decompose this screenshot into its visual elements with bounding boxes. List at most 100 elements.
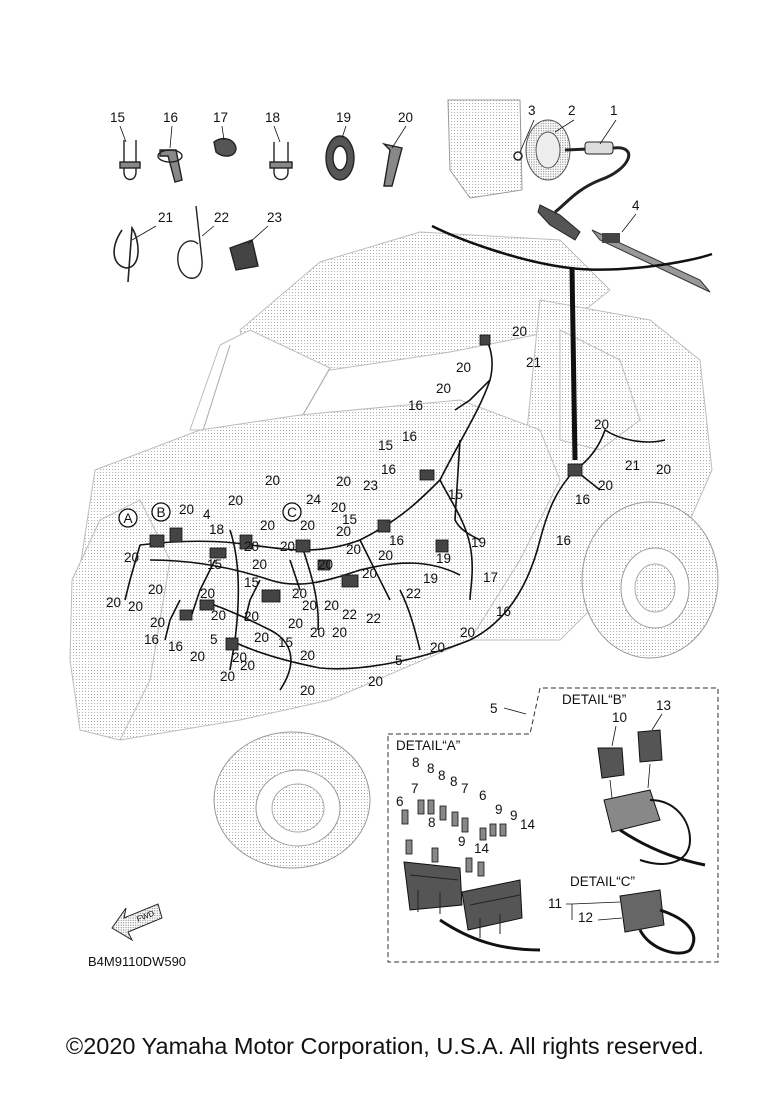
part-labels-top: 15 16 17 18 19 20 21 22 23 3 2 1 4 — [110, 103, 640, 225]
callout-5-detail: 5 — [490, 701, 498, 716]
detail-a-label: 9 — [495, 802, 503, 817]
harness-callouts: 20 21 20 20 16 20 16 15 21 20 16 20 20 2… — [106, 324, 671, 716]
label-20: 20 — [398, 110, 413, 125]
callout-20: 20 — [265, 473, 280, 488]
callout-4: 4 — [203, 507, 211, 522]
callout-20: 20 — [324, 598, 339, 613]
callout-15: 15 — [342, 512, 357, 527]
callout-20: 20 — [148, 582, 163, 597]
detail-a-label: 14 — [520, 817, 536, 832]
clamps-and-ties — [113, 135, 403, 283]
detail-b-label-13: 13 — [656, 698, 671, 713]
detail-c-label-12: 12 — [578, 910, 593, 925]
callout-20: 20 — [288, 616, 303, 631]
callout-20: 20 — [300, 648, 315, 663]
callout-5: 5 — [210, 632, 218, 647]
callout-18: 18 — [209, 522, 224, 537]
callout-19: 19 — [436, 551, 451, 566]
detail-a-label: 8 — [428, 815, 436, 830]
callout-20: 20 — [512, 324, 527, 339]
callout-20: 20 — [378, 548, 393, 563]
detail-c: DETAIL“C” 11 12 — [548, 874, 696, 955]
callout-20: 20 — [310, 625, 325, 640]
detail-frame — [387, 687, 719, 963]
detail-a-label: 9 — [458, 834, 466, 849]
harness-connectors — [149, 334, 583, 651]
callout-16: 16 — [496, 604, 511, 619]
callout-20: 20 — [128, 599, 143, 614]
detail-a-label: 14 — [474, 841, 490, 856]
label-18: 18 — [265, 110, 280, 125]
callout-15: 15 — [448, 487, 463, 502]
callout-16: 16 — [402, 429, 417, 444]
label-2: 2 — [568, 103, 576, 118]
callout-15: 15 — [278, 635, 293, 650]
callout-20: 20 — [346, 542, 361, 557]
callout-19: 19 — [423, 571, 438, 586]
callout-5: 5 — [395, 653, 403, 668]
detail-a-label: 8 — [427, 761, 435, 776]
label-1: 1 — [610, 103, 618, 118]
callout-20: 20 — [244, 609, 259, 624]
vehicle-body-illustration — [69, 231, 719, 869]
callout-20: 20 — [211, 608, 226, 623]
detail-a-label: 6 — [396, 794, 404, 809]
callout-20: 20 — [332, 625, 347, 640]
label-17: 17 — [213, 110, 228, 125]
callout-15: 15 — [378, 438, 393, 453]
callout-22: 22 — [406, 586, 421, 601]
marker-a: A — [123, 511, 132, 526]
callout-20: 20 — [280, 539, 295, 554]
detail-a-label: 7 — [411, 781, 419, 796]
callout-20: 20 — [331, 500, 346, 515]
callout-20: 20 — [594, 417, 609, 432]
callout-20: 20 — [336, 474, 351, 489]
callout-20: 20 — [300, 518, 315, 533]
copyright-notice: ©2020 Yamaha Motor Corporation, U.S.A. A… — [65, 1033, 705, 1059]
label-3: 3 — [528, 103, 536, 118]
callout-20: 20 — [292, 586, 307, 601]
callout-16: 16 — [144, 632, 159, 647]
callout-16: 16 — [556, 533, 571, 548]
label-21: 21 — [158, 210, 173, 225]
callout-20: 20 — [190, 649, 205, 664]
callout-20: 20 — [318, 557, 333, 572]
callout-22: 22 — [342, 607, 357, 622]
callout-20: 20 — [302, 598, 317, 613]
callout-20: 20 — [362, 566, 377, 581]
callout-20: 20 — [254, 630, 269, 645]
callout-20: 20 — [150, 615, 165, 630]
callout-16: 16 — [381, 462, 396, 477]
callout-20: 20 — [220, 669, 235, 684]
callout-20: 20 — [430, 640, 445, 655]
callout-22: 22 — [366, 611, 381, 626]
callout-16: 16 — [389, 533, 404, 548]
callout-20: 20 — [179, 502, 194, 517]
callout-20: 20 — [252, 557, 267, 572]
callout-20: 20 — [200, 586, 215, 601]
wire-harness — [124, 337, 666, 691]
detail-a-label: 6 — [479, 788, 487, 803]
callout-24: 24 — [306, 492, 322, 507]
callout-20: 20 — [240, 658, 255, 673]
callout-19: 19 — [471, 535, 486, 550]
callout-16: 16 — [408, 398, 423, 413]
callout-17: 17 — [483, 570, 498, 585]
detail-a-label: 8 — [450, 774, 458, 789]
callout-15: 15 — [244, 575, 259, 590]
label-15: 15 — [110, 110, 125, 125]
callout-20: 20 — [460, 625, 475, 640]
callout-20: 20 — [228, 493, 243, 508]
callout-16: 16 — [575, 492, 590, 507]
detail-b-title: DETAIL“B” — [562, 692, 626, 707]
callout-20: 20 — [244, 539, 259, 554]
label-19: 19 — [336, 110, 351, 125]
label-22: 22 — [214, 210, 229, 225]
callout-20: 20 — [124, 550, 139, 565]
detail-a-label: 9 — [510, 808, 518, 823]
fwd-arrow-icon: FWD — [111, 903, 163, 942]
detail-a-label: 8 — [412, 755, 420, 770]
callout-20: 20 — [436, 381, 451, 396]
callout-15: 15 — [207, 557, 222, 572]
